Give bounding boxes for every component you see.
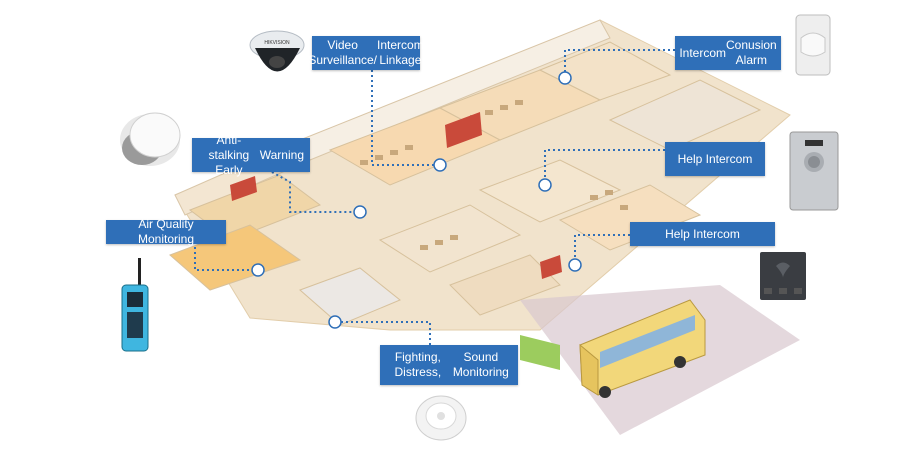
help-intercom-1-line1: Help Intercom [677,151,753,166]
help-intercom-2-line1: Help Intercom [665,226,740,241]
help-intercom-label-2: Help Intercom [630,222,775,246]
fighting-distress-line2: Sound Monitoring [452,350,509,379]
dome-camera-icon: HIKVISION [249,30,305,72]
sound-detector-icon [415,395,467,441]
school-bus [579,299,706,398]
pir-sensor-icon [795,14,831,76]
fighting-distress-label: Fighting, Distress, Sound Monitoring [380,345,518,385]
wall-boards [230,112,562,279]
ceiling-air-sensor-icon [120,112,181,166]
intercom-alarm-line2: Conusion Alarm [726,38,777,67]
video-surveillance-label: Video Surveillance/ Intercom Linkage [308,36,424,70]
air-quality-line1: Air Quality Monitoring [137,217,195,246]
anti-stalking-label: Anti-stalking Early Warning [192,133,310,177]
walkie-talkie-icon [121,258,149,352]
fighting-distress-line1: Fighting, Distress, [394,350,442,379]
camera-brand-text: HIKVISION [264,40,290,46]
intercom-alarm-label: Intercom Conusion Alarm [675,36,781,70]
help-intercom-label-1: Help Intercom [665,142,765,176]
desk-rows [360,100,628,250]
intercom-alarm-line1: Intercom [679,45,726,60]
anti-stalking-line2: Warning [259,147,304,162]
anti-stalking-line1: Anti-stalking Early [208,132,250,177]
connector-lines [194,49,675,345]
connector-nodes [251,71,582,329]
video-surveillance-line1: Video Surveillance/ [308,38,378,67]
video-surveillance-line2: Intercom Linkage [377,38,424,67]
wall-control-panel-icon [760,252,806,300]
help-intercom-panel-icon [789,131,839,211]
green-fence [520,335,560,370]
air-quality-label: Air Quality Monitoring [106,217,226,246]
